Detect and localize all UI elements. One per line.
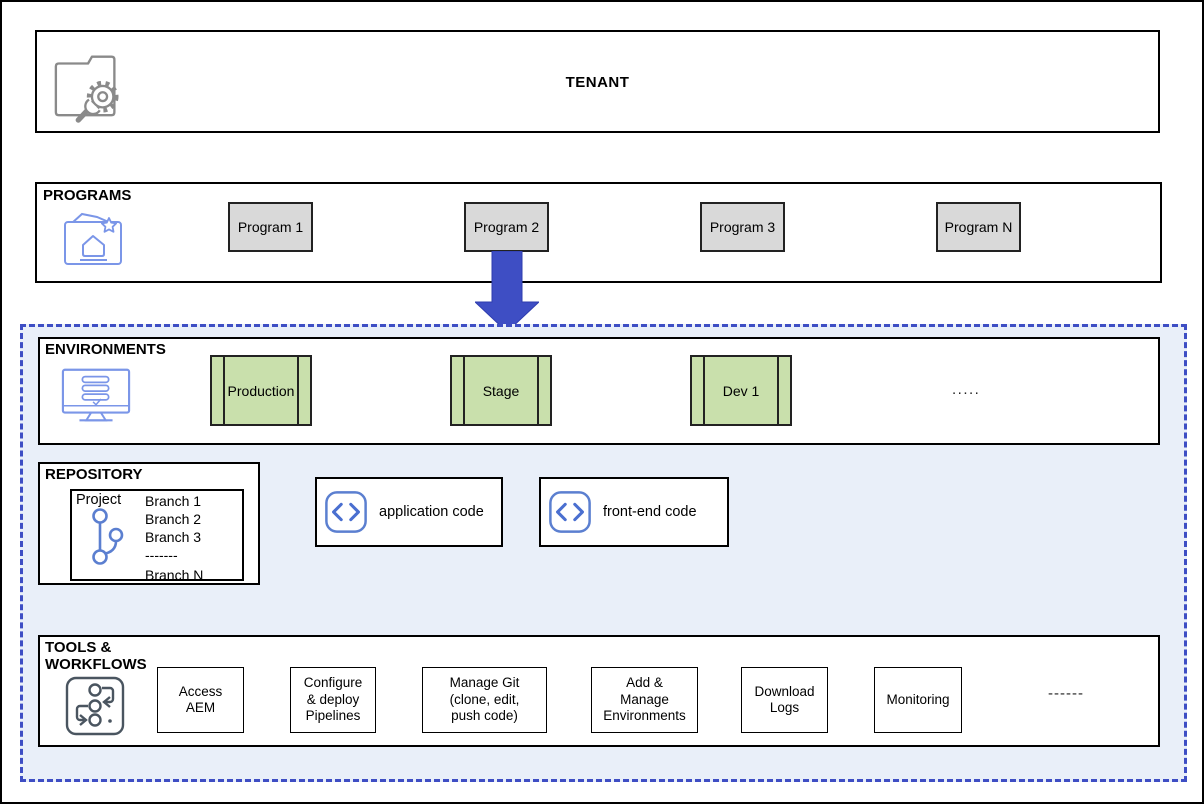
program-box: Program 1: [228, 202, 313, 252]
tool-label: Download Logs: [754, 683, 815, 716]
tool-box: Download Logs: [741, 667, 828, 733]
tool-box: Add & Manage Environments: [591, 667, 698, 733]
process-bar: [703, 357, 705, 424]
process-bar: [777, 357, 779, 424]
program-selection-arrow: [475, 251, 539, 332]
project-label: Project: [76, 492, 122, 508]
process-bar: [463, 357, 465, 424]
more-tools-ellipsis: ------: [1048, 685, 1084, 702]
tool-box: Access AEM: [157, 667, 244, 733]
branch-separator: -------: [145, 547, 178, 563]
workflow-icon: [65, 676, 125, 736]
branch-item: Branch N: [145, 567, 204, 581]
environments-section: ENVIRONMENTS Production Stage Dev 1 ....…: [38, 337, 1160, 445]
monitor-icon: [61, 368, 131, 422]
branch-item: Branch 1: [145, 493, 202, 509]
frontend-code-box: front-end code: [539, 477, 729, 547]
environment-label: Production: [227, 382, 295, 399]
process-bar: [537, 357, 539, 424]
environment-box: Dev 1: [690, 355, 792, 426]
environment-box: Production: [210, 355, 312, 426]
tenant-section: TENANT: [35, 30, 1160, 133]
git-branch-icon: [92, 508, 124, 565]
tool-label: Manage Git (clone, edit, push code): [449, 675, 520, 724]
program-box: Program 2: [464, 202, 549, 252]
programs-folder-icon: [64, 212, 122, 265]
program-label: Program 1: [237, 219, 304, 235]
code-icon: [549, 491, 591, 533]
environment-label: Stage: [482, 382, 520, 399]
program-box: Program N: [936, 202, 1021, 252]
environment-box: Stage: [450, 355, 552, 426]
tools-workflows-label: TOOLS & WORKFLOWS: [45, 639, 147, 673]
tool-label: Monitoring: [886, 691, 950, 707]
project-box: Project Branch 1 Branch 2 Branch 3 -----…: [70, 489, 244, 581]
branch-item: Branch 2: [145, 511, 202, 527]
more-environments-ellipsis: .....: [952, 381, 981, 398]
branch-item: Branch 3: [145, 529, 202, 545]
programs-section: PROGRAMS Program 1 Program 2 Program 3 P…: [35, 182, 1162, 283]
environment-label: Dev 1: [722, 382, 760, 399]
program-label: Program N: [944, 219, 1013, 235]
programs-label: PROGRAMS: [43, 187, 132, 204]
process-bar: [297, 357, 299, 424]
tenant-title: TENANT: [565, 74, 630, 91]
repository-section: REPOSITORY Project Branch 1 Branch 2 Bra…: [38, 462, 260, 585]
tool-box: Monitoring: [874, 667, 962, 733]
tool-box: Manage Git (clone, edit, push code): [422, 667, 547, 733]
application-code-label: application code: [379, 504, 484, 520]
frontend-code-label: front-end code: [603, 504, 697, 520]
process-bar: [223, 357, 225, 424]
program-label: Program 3: [709, 219, 776, 235]
tenant-folder-gear-icon: [54, 55, 119, 123]
tool-label: Configure & deploy Pipelines: [303, 675, 363, 724]
repository-label: REPOSITORY: [45, 466, 143, 483]
code-icon: [325, 491, 367, 533]
tool-label: Add & Manage Environments: [603, 675, 686, 724]
environments-label: ENVIRONMENTS: [45, 341, 166, 358]
program-label: Program 2: [473, 219, 540, 235]
application-code-box: application code: [315, 477, 503, 547]
tool-box: Configure & deploy Pipelines: [290, 667, 376, 733]
tool-label: Access AEM: [178, 683, 223, 716]
tools-workflows-section: TOOLS & WORKFLOWS Access AEM Configure &…: [38, 635, 1160, 747]
program-box: Program 3: [700, 202, 785, 252]
